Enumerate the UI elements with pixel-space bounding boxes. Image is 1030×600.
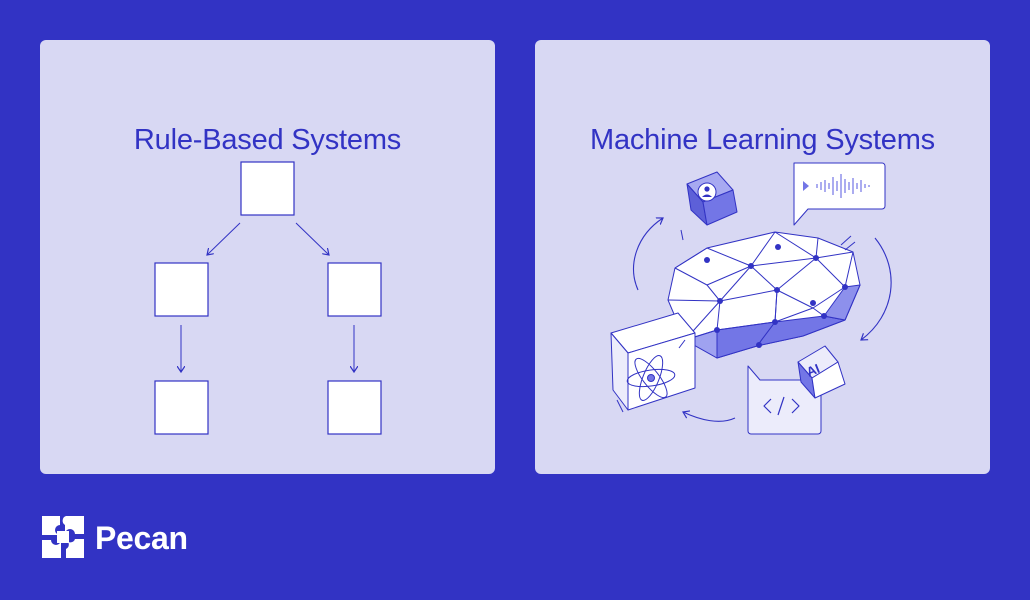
machine-learning-panel: Machine Learning Systems [535, 40, 990, 474]
tree-node-right-branch [327, 262, 382, 317]
audio-wave-chat-icon [793, 162, 886, 226]
ai-cube-icon: AI [797, 345, 846, 399]
tree-node-left-branch [154, 262, 209, 317]
user-cube-icon [686, 171, 738, 226]
rule-based-panel: Rule-Based Systems [40, 40, 495, 474]
tree-node-root [240, 161, 295, 216]
low-poly-brain-icon [667, 229, 861, 359]
tree-edge-root-right [295, 222, 329, 255]
machine-learning-title: Machine Learning Systems [590, 124, 935, 156]
tree-edge-root-left [207, 222, 241, 255]
tree-node-left-leaf [154, 380, 209, 435]
ml-illustration: AI [610, 162, 892, 435]
ai-badge-text: AI [804, 361, 822, 380]
pecan-logo-icon [42, 516, 84, 558]
atom-cube-icon [610, 312, 696, 413]
rule-based-title: Rule-Based Systems [133, 124, 402, 156]
decision-tree-diagram [154, 161, 382, 435]
brand-name: Pecan [95, 520, 188, 556]
tree-node-right-leaf [327, 380, 382, 435]
